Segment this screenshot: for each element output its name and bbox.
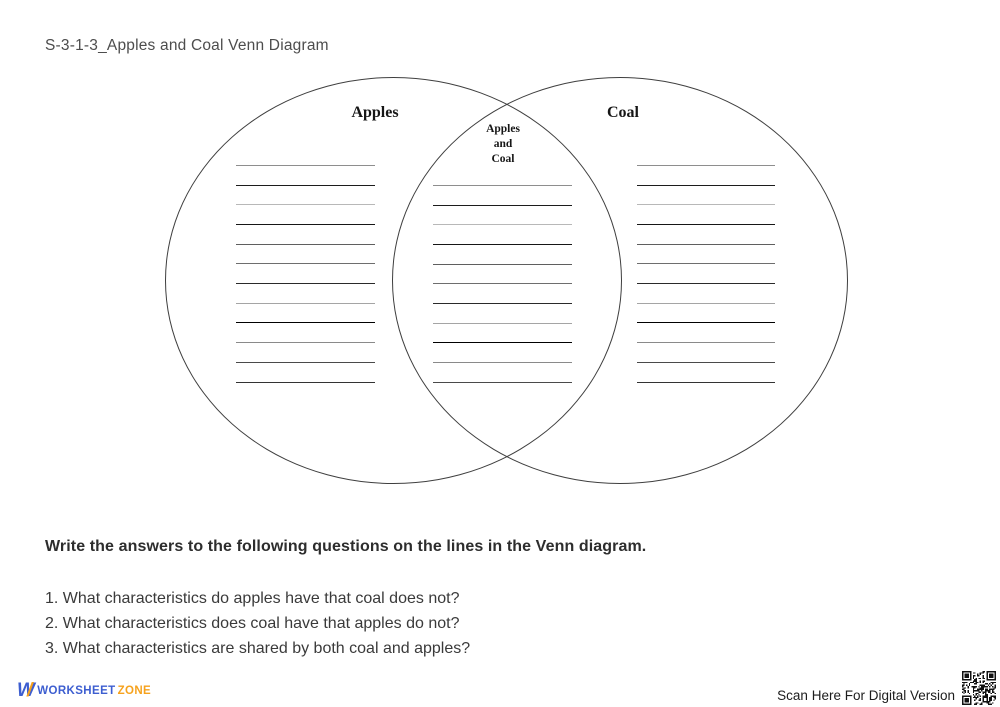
answer-line — [236, 323, 375, 344]
qr-code — [961, 671, 997, 705]
answer-line — [637, 304, 775, 324]
answer-line — [236, 245, 375, 265]
answer-line — [236, 166, 375, 186]
question-3: 3. What characteristics are shared by bo… — [45, 640, 471, 657]
answer-line — [637, 264, 775, 285]
answer-line — [433, 324, 572, 344]
answer-line — [637, 284, 775, 304]
answer-line — [236, 363, 375, 383]
answer-line — [433, 225, 572, 246]
answer-line — [236, 304, 375, 324]
answer-line — [236, 146, 375, 166]
answer-line — [433, 284, 572, 305]
intersection-label-line: Coal — [491, 153, 515, 165]
instruction-heading: Write the answers to the following quest… — [45, 538, 647, 555]
answer-lines-apples — [236, 146, 375, 383]
question-list: 1. What characteristics do apples have t… — [45, 586, 470, 661]
answer-line — [637, 323, 775, 344]
answer-lines-intersection — [433, 166, 572, 383]
scan-here-label: Scan Here For Digital Version — [777, 688, 955, 703]
answer-line — [637, 225, 775, 245]
answer-line — [433, 265, 572, 285]
answer-line — [236, 225, 375, 245]
answer-line — [637, 343, 775, 363]
question-2: 2. What characteristics does coal have t… — [45, 615, 460, 632]
venn-label-coal: Coal — [607, 104, 639, 121]
venn-label-apples: Apples — [351, 104, 399, 121]
venn-label-intersection: Apples and Coal — [463, 122, 543, 167]
answer-line — [433, 304, 572, 324]
question-1: 1. What characteristics do apples have t… — [45, 590, 460, 607]
answer-line — [637, 166, 775, 186]
answer-line — [433, 186, 572, 206]
answer-line — [637, 363, 775, 383]
qr-code-svg — [962, 671, 996, 705]
answer-line — [236, 284, 375, 304]
page-title: S-3-1-3_Apples and Coal Venn Diagram — [45, 37, 329, 54]
answer-lines-coal — [637, 146, 775, 383]
venn-circle-coal — [392, 77, 848, 484]
answer-line — [433, 245, 572, 265]
answer-line — [236, 186, 375, 206]
answer-line — [236, 264, 375, 285]
answer-line — [236, 343, 375, 363]
answer-line — [433, 166, 572, 186]
answer-line — [433, 363, 572, 383]
answer-line — [637, 245, 775, 265]
answer-line — [637, 186, 775, 206]
intersection-label-line: Apples — [486, 123, 520, 135]
answer-line — [433, 343, 572, 364]
worksheetzone-logo-icon: W/ — [17, 680, 35, 701]
answer-line — [637, 205, 775, 226]
answer-line — [236, 205, 375, 226]
intersection-label-line: and — [493, 138, 513, 150]
answer-line — [433, 206, 572, 226]
answer-line — [637, 146, 775, 166]
